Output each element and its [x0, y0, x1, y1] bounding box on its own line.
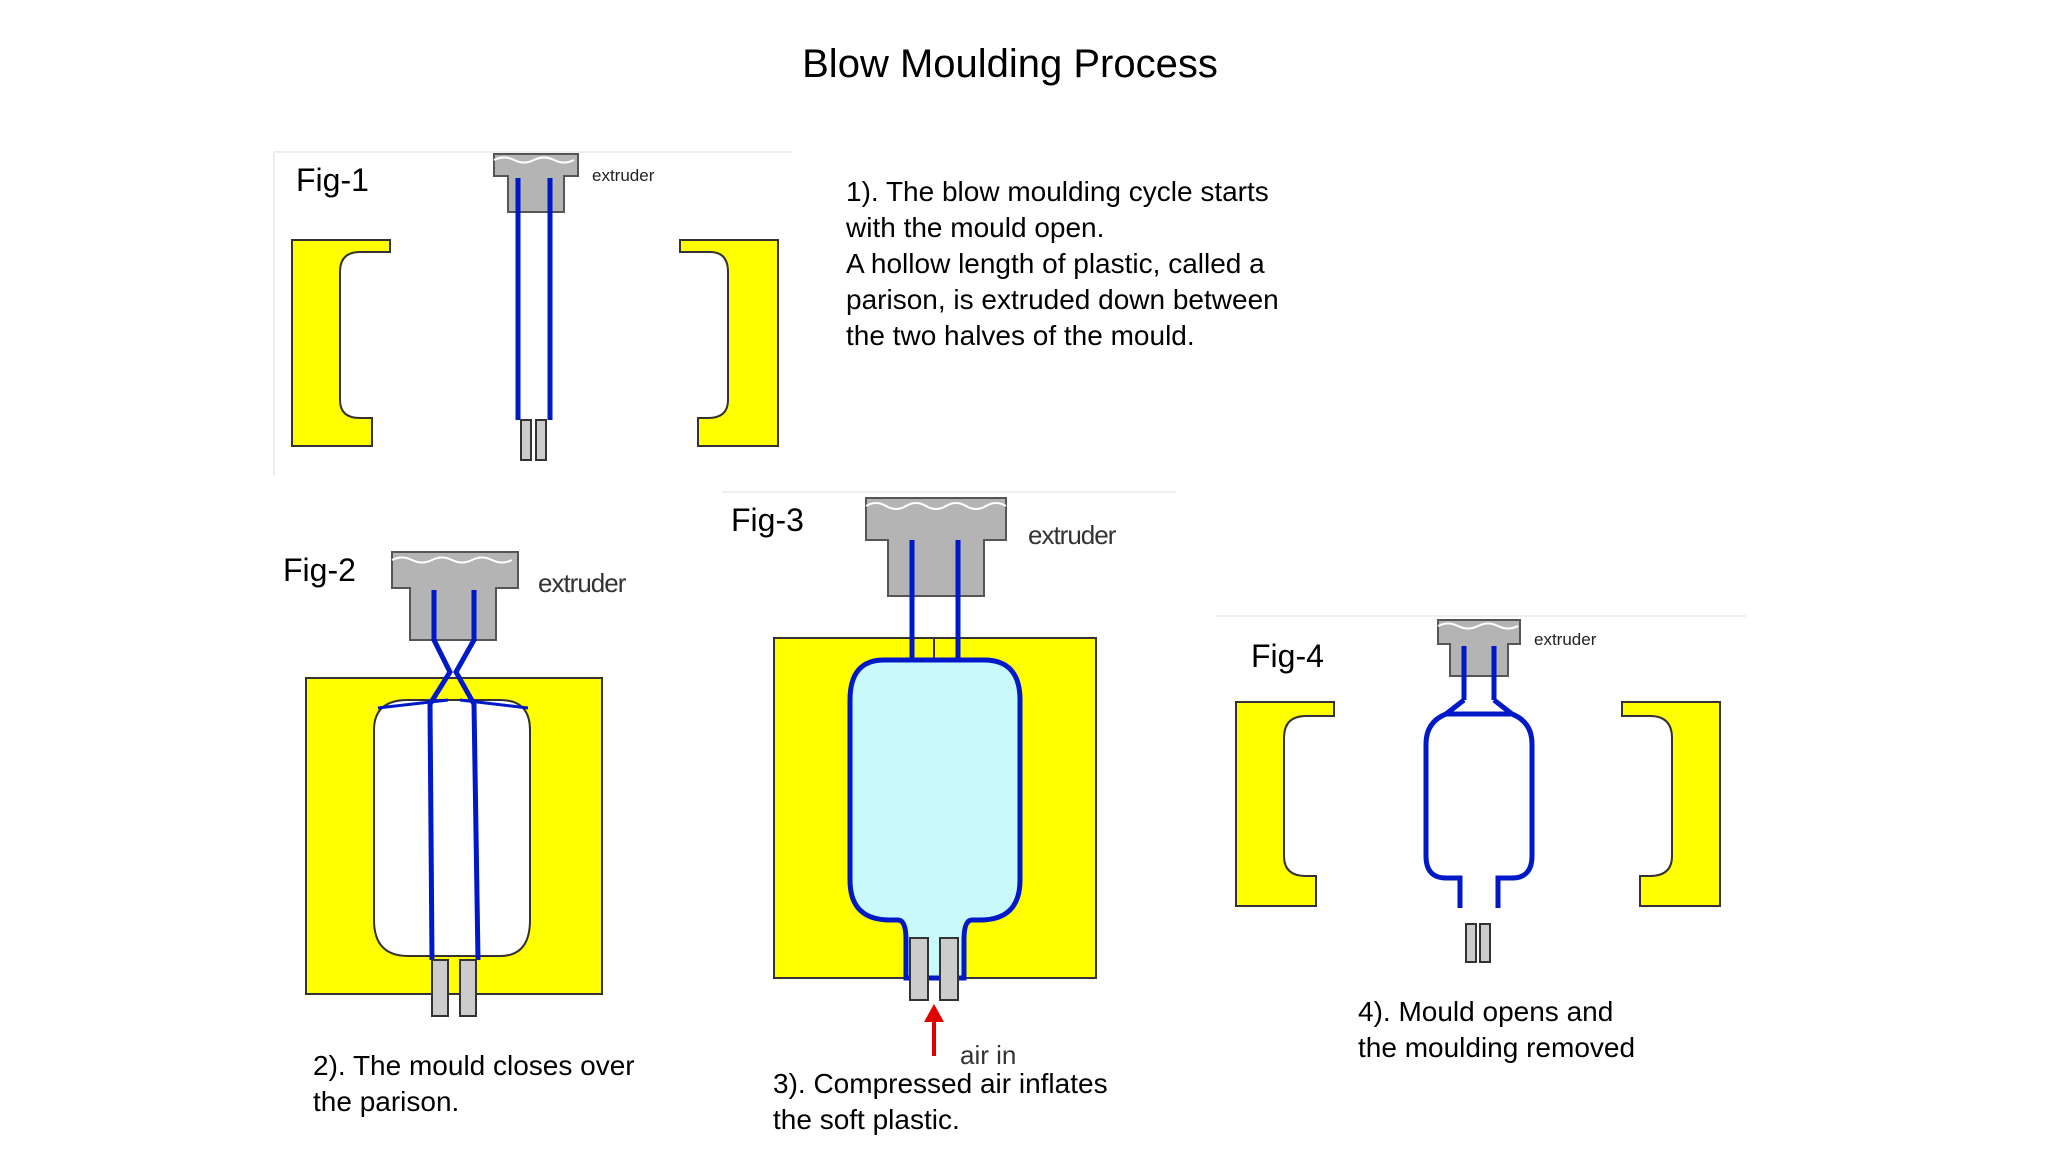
fig-2-caption-line: 2). The mould closes over	[313, 1050, 635, 1081]
fig-4-nozzle-left	[1465, 923, 1477, 963]
fig-4-label: Fig-4	[1251, 638, 1324, 674]
fig-1-caption-line: the two halves of the mould.	[846, 320, 1195, 351]
fig-3-caption-line: 3). Compressed air inflates	[773, 1068, 1108, 1099]
fig-4-nozzle-right	[1479, 923, 1491, 963]
fig-3-air-label: air in	[960, 1040, 1017, 1070]
fig-1-caption-line: 1). The blow moulding cycle starts	[846, 176, 1269, 207]
fig-4-extruder-label: extruder	[1534, 630, 1597, 649]
fig-2-parison-left	[427, 590, 453, 961]
fig-3-caption: 3). Compressed air inflates the soft pla…	[773, 1066, 1108, 1138]
fig-3-nozzle-right	[939, 937, 959, 1001]
fig-1-label: Fig-1	[296, 162, 369, 198]
fig-4-mould-right	[1621, 701, 1721, 907]
fig-2-cavity	[373, 699, 531, 957]
fig-4-caption-line: the moulding removed	[1358, 1032, 1636, 1063]
fig-1-mould-left	[291, 239, 391, 447]
fig-3-nozzle-left	[909, 937, 929, 1001]
fig-3-inflated-parison	[847, 657, 1023, 981]
page-title: Blow Moulding Process	[802, 42, 1218, 86]
fig-3-extruder-label: extruder	[1028, 520, 1116, 550]
fig-2-parison-right	[453, 590, 481, 961]
fig-1-caption: 1). The blow moulding cycle starts with …	[846, 174, 1279, 354]
fig-4-mould-left	[1235, 701, 1335, 907]
fig-1-extruder	[493, 153, 579, 213]
fig-3-extruder	[865, 497, 1007, 597]
fig-3-label: Fig-3	[731, 502, 804, 538]
fig-4-moulding	[1423, 698, 1535, 908]
fig-4-caption: 4). Mould opens and the moulding removed	[1358, 994, 1635, 1066]
fig-2-extruder	[391, 551, 519, 641]
fig-4-caption-line: 4). Mould opens and	[1358, 996, 1614, 1027]
fig-1-caption-line: A hollow length of plastic, called a	[846, 248, 1265, 279]
fig-2-caption-line: the parison.	[313, 1086, 460, 1117]
fig-1-extruder-label: extruder	[592, 166, 655, 185]
fig-1-caption-line: parison, is extruded down between	[846, 284, 1279, 315]
fig-1-nozzle-left	[520, 419, 532, 461]
fig-2-nozzle-left	[431, 959, 449, 1017]
fig-1-mould-right	[679, 239, 779, 447]
fig-2-nozzle-right	[459, 959, 477, 1017]
fig-4-extruder	[1437, 619, 1521, 677]
fig-2-label: Fig-2	[283, 552, 356, 588]
fig-1-nozzle-right	[535, 419, 547, 461]
fig-2-caption: 2). The mould closes over the parison.	[313, 1048, 635, 1120]
fig-3-caption-line: the soft plastic.	[773, 1104, 960, 1135]
fig-2-extruder-label: extruder	[538, 568, 626, 598]
fig-1-caption-line: with the mould open.	[846, 212, 1105, 243]
